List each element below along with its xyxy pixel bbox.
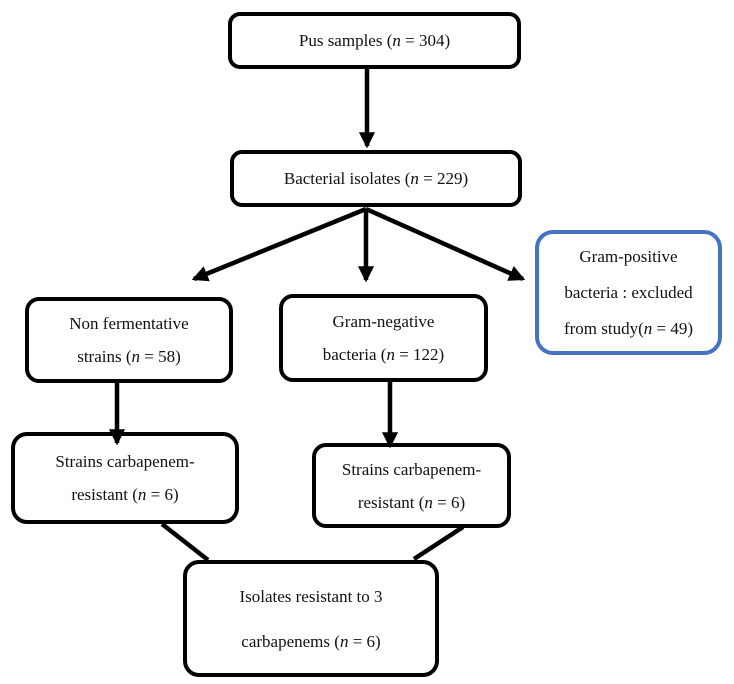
box-text-line: strains (n = 58) (77, 347, 181, 366)
box-text-line: Non fermentative (69, 314, 189, 333)
box-text-line: bacteria : excluded (564, 282, 693, 302)
box-text-line: resistant (n = 6) (357, 492, 466, 512)
line-carbapenem-left-to-final (160, 522, 210, 562)
box-text-line: Isolates resistant to 3 (239, 586, 383, 606)
box-text-line: carbapenems (n = 6) (241, 631, 381, 651)
node-non-fermentative-strains: Non fermentative strains (n = 58) (25, 297, 233, 383)
node-bacterial-isolates: Bacterial isolates (n = 229) (230, 150, 522, 207)
box-text-line: bacteria (n = 122) (322, 345, 445, 364)
line-carbapenem-right-to-final (412, 525, 465, 561)
node-strains-carbapenem-resistant-left: Strains carbapenem-resistant (n = 6) (11, 432, 239, 524)
box-text-line: Strains carbapenem- (341, 459, 482, 479)
node-gram-positive-excluded: Gram-positive bacteria : excluded from stu… (535, 230, 722, 355)
node-isolates-resistant-3-carbapenems: Isolates resistant to 3 carbapenems (n = … (183, 560, 439, 677)
box-text-line: Strains carbapenem- (55, 452, 195, 471)
box-text-line: Bacterial isolates (n = 229) (283, 169, 469, 188)
node-strains-carbapenem-resistant-right: Strains carbapenem-resistant (n = 6) (312, 443, 511, 528)
arrow-isolates-to-gram-positive (365, 206, 526, 282)
arrow-isolates-to-non-fermentative (191, 206, 367, 282)
node-gram-negative-bacteria: Gram-negative bacteria (n = 122) (279, 294, 488, 382)
box-text-line: Gram-positive (579, 246, 678, 266)
box-text-line: from study(n = 49) (563, 318, 694, 338)
box-text-line: Gram-negative (332, 312, 435, 331)
node-pus-samples: Pus samples (n = 304) (228, 12, 521, 69)
box-text-line: Pus samples (n = 304) (298, 31, 451, 50)
box-text-line: resistant (n = 6) (71, 485, 179, 504)
